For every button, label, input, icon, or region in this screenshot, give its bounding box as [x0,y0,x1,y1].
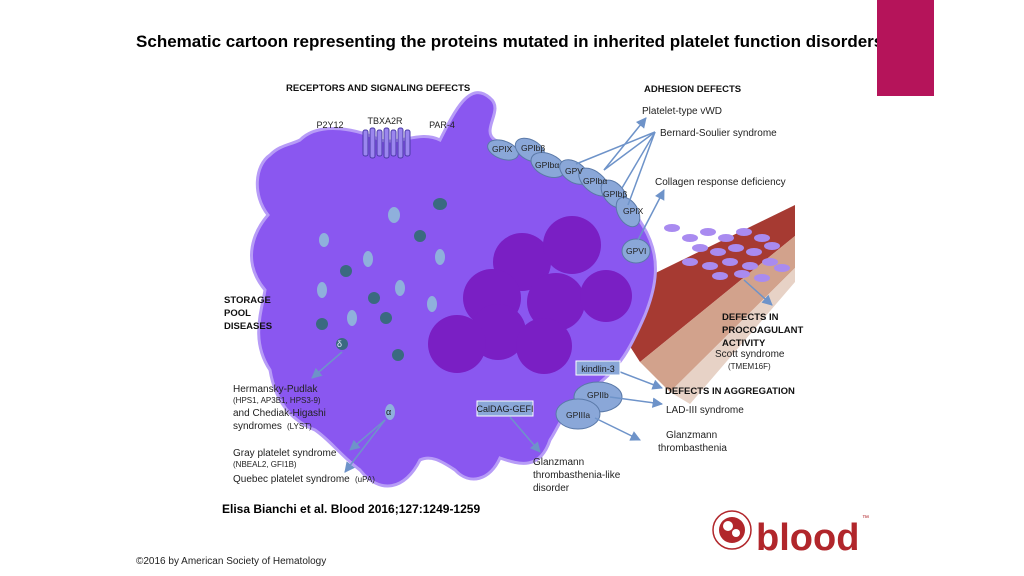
quebec-platelet: Quebec platelet syndrome [233,474,350,485]
procoag-heading-1: DEFECTS IN [722,312,779,323]
caldag-disease-3: disorder [533,483,570,494]
glanzmann-2: thrombasthenia [658,443,727,454]
annotation-arrows [311,117,773,473]
par4-label: PAR-4 [429,120,455,130]
hp-genes: (HPS1, AP3B1, HPS3-9) [233,396,321,405]
caldag-disease-1: Glanzmann [533,457,584,468]
delta-granule [336,338,348,350]
page-title: Schematic cartoon representing the prote… [136,32,888,51]
logo-tm: ™ [862,515,869,522]
lad-iii: LAD-III syndrome [666,405,744,416]
caldag-disease-2: thrombasthenia-like [533,470,621,481]
procoag-heading-3: ACTIVITY [722,338,766,349]
dense-bodies [428,216,632,374]
hermansky-pudlak: Hermansky-Pudlak [233,384,318,395]
aggregation-heading: DEFECTS IN AGGREGATION [665,386,795,397]
gpiba-label: GPIbα [535,160,559,170]
copyright: ©2016 by American Society of Hematology [136,556,327,567]
caldag-box: CalDAG-GEFI [476,400,534,417]
glycoprotein-complex [487,137,651,264]
accent-bar [877,0,934,96]
quebec-gene: (uPA) [355,475,375,484]
bernard-soulier: Bernard-Soulier syndrome [660,128,777,139]
gray-platelet: Gray platelet syndrome [233,448,337,459]
tbxa2r-label: TBXA2R [367,116,403,126]
gpiba-label-2: GPIbα [583,176,607,186]
chediak-higashi: and Chediak-Higashi [233,408,326,419]
citation: Elisa Bianchi et al. Blood 2016;127:1249… [222,502,481,516]
gpiib-label: GPIIb [587,390,609,400]
receptors-heading: RECEPTORS AND SIGNALING DEFECTS [286,83,470,94]
collagen-deficiency: Collagen response deficiency [655,177,786,188]
gpvi-label: GPVI [626,246,646,256]
storage-heading-1: STORAGE [224,295,271,306]
gpv-label: GPV [565,166,583,176]
kindlin-label: kindlin-3 [581,364,615,374]
platelet-type-vwd: Platelet-type vWD [642,106,722,117]
storage-heading-3: DISEASES [224,321,272,332]
glanzmann-1: Glanzmann [666,430,717,441]
ch-gene: (LYST) [287,422,312,431]
platelet-body [250,91,657,488]
gpix-label: GPIX [492,144,513,154]
procoag-heading-2: PROCOAGULANT [722,325,803,336]
integrin-complex [555,381,623,430]
blood-journal-logo: blood ™ [712,510,869,558]
gpiiia-label: GPIIIa [566,410,590,420]
adhesion-heading: ADHESION DEFECTS [644,84,741,95]
storage-heading-2: POOL [224,308,251,319]
small-granules [316,198,447,420]
gpcr-receptors [362,127,411,159]
gpix-label-2: GPIX [623,206,644,216]
scott-syndrome: Scott syndrome [715,349,785,360]
adhered-platelets [664,224,790,282]
alpha-label: α [386,407,391,417]
caldag-label: CalDAG-GEFI [476,404,533,414]
gpibb-label-2: GPIbβ [603,189,627,199]
kindlin-box: kindlin-3 [575,360,621,376]
alpha-granule [385,404,395,420]
gray-genes: (NBEAL2, GFI1B) [233,460,297,469]
logo-word: blood [756,517,859,558]
p2y12-label: P2Y12 [316,120,343,130]
ch-syndromes: syndromes [233,421,282,432]
delta-label: δ [337,339,342,349]
scott-gene: (TMEM16F) [728,362,771,371]
gp-labels: GPIX GPIbβ GPIbα GPV GPIbα GPIbβ GPIX GP… [492,143,646,420]
gpibb-label: GPIbβ [521,143,545,153]
